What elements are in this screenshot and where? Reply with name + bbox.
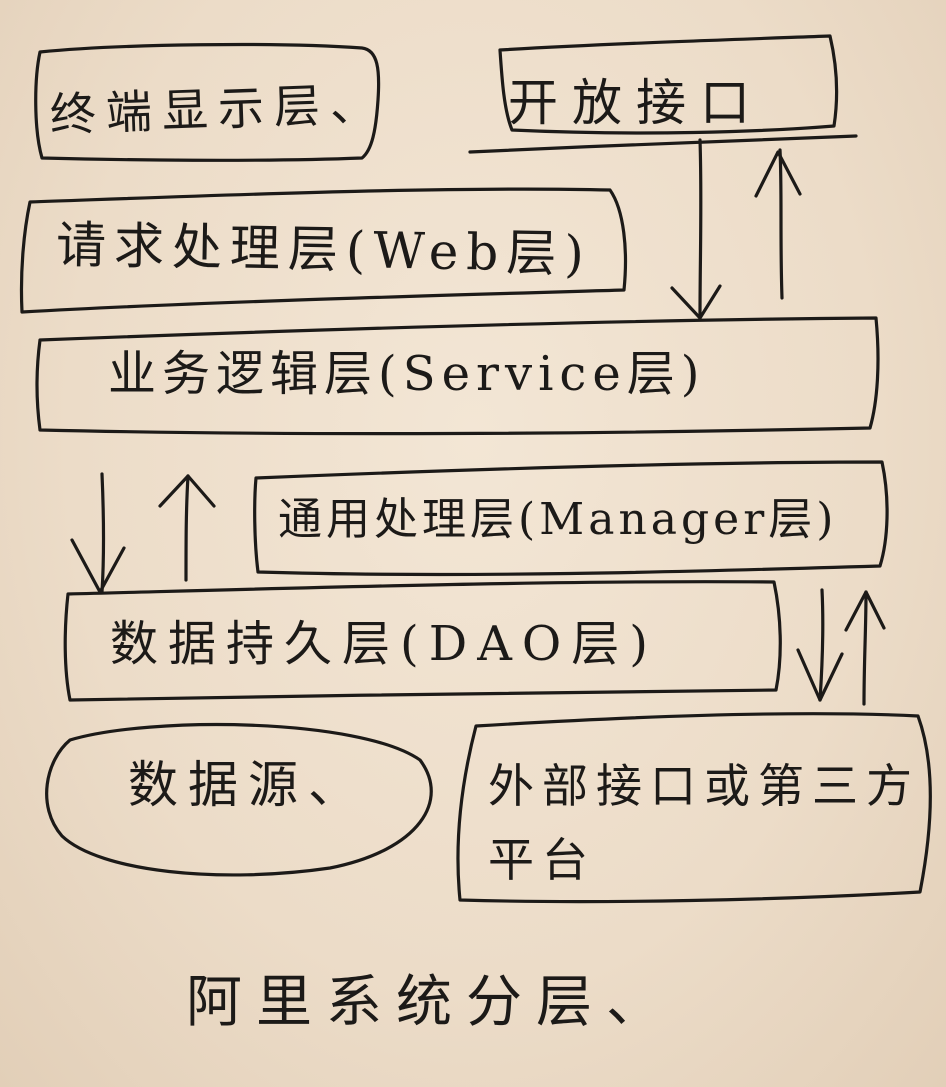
arrow-down-open-service bbox=[698, 138, 703, 318]
layer-display-label: 终端显示层、 bbox=[49, 76, 387, 142]
box-display bbox=[34, 42, 381, 162]
arrowhead-up-service-open bbox=[754, 150, 802, 198]
arrowhead-down-open-service bbox=[670, 284, 722, 320]
box-dao bbox=[63, 580, 782, 702]
box-external bbox=[456, 712, 932, 904]
box-manager bbox=[253, 460, 889, 577]
box-web bbox=[19, 187, 628, 314]
arrow-up-dao-service bbox=[184, 474, 190, 582]
arrowhead-up-dao-service bbox=[158, 474, 216, 508]
arrowhead-up-external-manager bbox=[844, 590, 886, 632]
layer-dao-label: 数据持久层(DAO层) bbox=[110, 616, 658, 672]
arrowhead-down-manager-external bbox=[796, 648, 844, 702]
layer-external-label: 外部接口或第三方平台 bbox=[488, 759, 920, 887]
arrow-up-service-open bbox=[778, 148, 784, 300]
arrow-down-service-dao bbox=[100, 472, 106, 594]
box-service bbox=[35, 316, 880, 436]
open-api-underline bbox=[468, 134, 858, 154]
layer-manager-label: 通用处理层(Manager层) bbox=[278, 494, 838, 545]
diagram-title: 阿里系统分层、 bbox=[186, 970, 676, 1035]
arrowhead-down-service-dao bbox=[70, 538, 126, 594]
box-open-api bbox=[498, 34, 839, 135]
ellipse-datasource bbox=[45, 722, 433, 877]
layer-web-label: 请求处理层(Web层) bbox=[55, 216, 593, 284]
arrow-up-external-manager bbox=[862, 590, 868, 706]
layer-service-label: 业务逻辑层(Service层) bbox=[108, 346, 706, 402]
layer-datasource-label: 数据源、 bbox=[128, 756, 368, 814]
layer-open-api-label: 开放接口 bbox=[508, 74, 764, 132]
arrow-down-manager-external bbox=[818, 588, 825, 702]
